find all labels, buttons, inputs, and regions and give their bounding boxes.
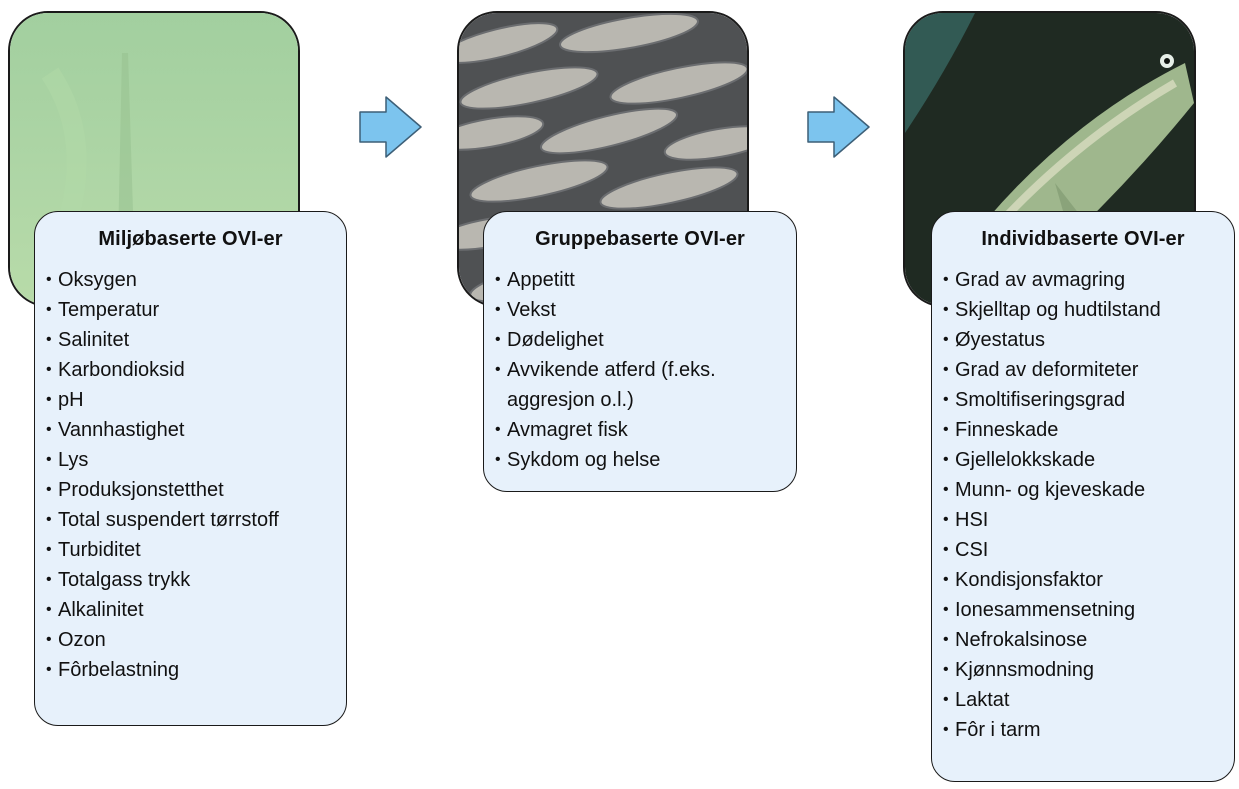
list-item: Kondisjonsfaktor (943, 565, 1234, 595)
list-item: CSI (943, 535, 1234, 565)
list-item: Karbondioksid (46, 355, 346, 385)
environment-ovi-card: Miljøbaserte OVI-er Oksygen Temperatur S… (34, 211, 347, 726)
card-title: Gruppebaserte OVI-er (535, 228, 745, 250)
list-item: HSI (943, 505, 1234, 535)
list-item: Lys (46, 445, 346, 475)
card-title: Individbaserte OVI-er (981, 228, 1185, 250)
list-item: pH (46, 385, 346, 415)
list-item: Alkalinitet (46, 595, 346, 625)
list-item: Smoltifiseringsgrad (943, 385, 1234, 415)
list-item: Temperatur (46, 295, 346, 325)
individual-ovi-card: Individbaserte OVI-er Grad av avmagring … (931, 211, 1235, 782)
list-item: Gjellelokkskade (943, 445, 1234, 475)
list-item: Grad av deformiteter (943, 355, 1234, 385)
right-arrow-icon (358, 94, 424, 160)
ovi-list: Grad av avmagring Skjelltap og hudtilsta… (932, 265, 1234, 745)
list-item: Laktat (943, 685, 1234, 715)
list-item: Grad av avmagring (943, 265, 1234, 295)
list-item: Kjønnsmodning (943, 655, 1234, 685)
list-item: Salinitet (46, 325, 346, 355)
list-item: Produksjonstetthet (46, 475, 346, 505)
list-item: Fôr i tarm (943, 715, 1234, 745)
list-item: Øyestatus (943, 325, 1234, 355)
list-item: Finneskade (943, 415, 1234, 445)
list-item: Avvikende atferd (f.eks. aggresjon o.l.) (495, 355, 782, 415)
list-item: Oksygen (46, 265, 346, 295)
right-arrow-icon (806, 94, 872, 160)
list-item: Nefrokalsinose (943, 625, 1234, 655)
list-item: Avmagret fisk (495, 415, 782, 445)
list-item: Dødelighet (495, 325, 782, 355)
list-item: Munn- og kjeveskade (943, 475, 1234, 505)
list-item: Ionesammensetning (943, 595, 1234, 625)
list-item: Ozon (46, 625, 346, 655)
group-ovi-card: Gruppebaserte OVI-er Appetitt Vekst Døde… (483, 211, 797, 492)
list-item: Sykdom og helse (495, 445, 782, 475)
ovi-list: Appetitt Vekst Dødelighet Avvikende atfe… (484, 265, 796, 475)
card-title: Miljøbaserte OVI-er (98, 228, 283, 250)
list-item: Skjelltap og hudtilstand (943, 295, 1234, 325)
list-item: Totalgass trykk (46, 565, 346, 595)
list-item: Vannhastighet (46, 415, 346, 445)
list-item: Total suspendert tørrstoff (46, 505, 346, 535)
ovi-list: Oksygen Temperatur Salinitet Karbondioks… (35, 265, 346, 685)
list-item: Vekst (495, 295, 782, 325)
list-item: Turbiditet (46, 535, 346, 565)
list-item: Fôrbelastning (46, 655, 346, 685)
list-item: Appetitt (495, 265, 782, 295)
